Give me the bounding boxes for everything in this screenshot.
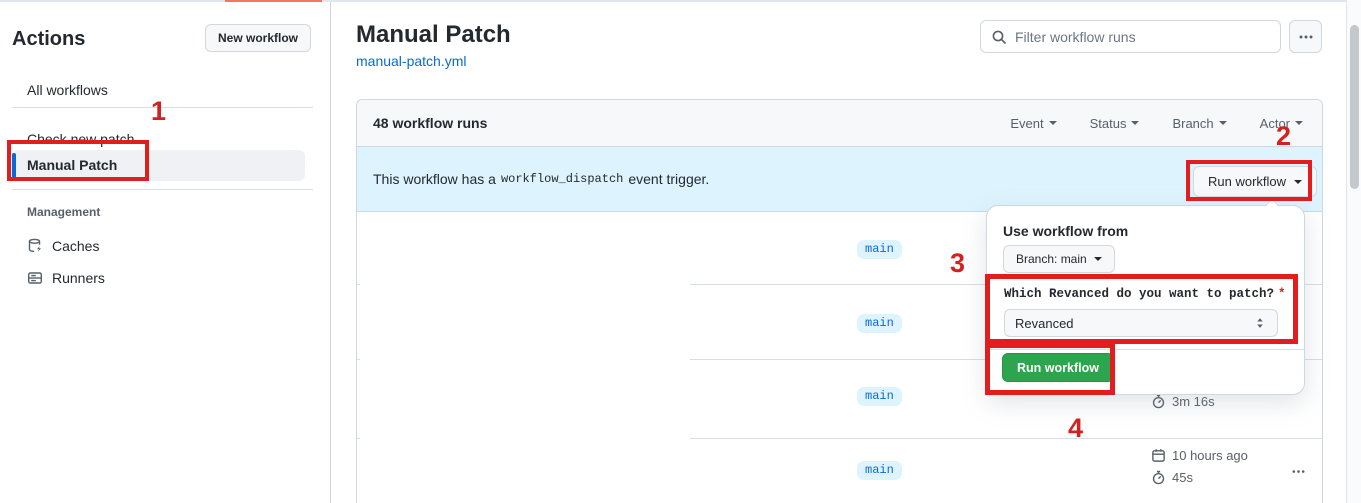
select-value: Revanced [1015, 315, 1074, 331]
kebab-horizontal-icon [1299, 35, 1312, 38]
runs-panel-header: 48 workflow runs Event Status Branch Act… [357, 100, 1322, 147]
row-divider [357, 438, 1322, 439]
stopwatch-icon [1152, 394, 1165, 409]
input-label-text: Which Revanced do you want to patch? [1004, 287, 1275, 301]
blank-area [360, 213, 690, 503]
workflow-runs-panel: 48 workflow runs Event Status Branch Act… [356, 99, 1323, 503]
run-duration: 45s [1151, 470, 1193, 485]
sidebar-item-label: Runners [52, 270, 105, 286]
filter-runs-search[interactable] [980, 20, 1281, 53]
filter-label: Event [1010, 115, 1044, 131]
banner-text: event trigger. [628, 171, 710, 187]
runs-filters: Event Status Branch Actor [1010, 116, 1303, 131]
scrollbar-thumb[interactable] [1350, 25, 1359, 189]
popup-divider [987, 349, 1304, 350]
branch-select-label: Branch: main [1016, 252, 1087, 266]
actions-sidebar: Actions New workflow All workflows Check… [0, 2, 330, 503]
cache-database-icon [28, 238, 41, 253]
input-label: Which Revanced do you want to patch?* [1004, 287, 1286, 301]
timestamp-label: 10 hours ago [1172, 448, 1248, 463]
run-workflow-label: Run workflow [1208, 174, 1287, 189]
branch-badge[interactable]: main [857, 461, 902, 480]
branch-select-button[interactable]: Branch: main [1003, 245, 1115, 273]
duration-label: 3m 16s [1172, 394, 1215, 409]
row-divider [357, 284, 1322, 285]
run-duration: 3m 16s [1151, 394, 1215, 409]
chevron-down-icon [1093, 257, 1102, 265]
required-marker: * [1278, 287, 1286, 301]
search-input[interactable] [1015, 28, 1270, 45]
selected-accent-bar [12, 153, 16, 178]
sidebar-item-runners[interactable]: Runners [27, 263, 297, 293]
management-section-label: Management [27, 205, 101, 219]
sidebar-item-label: Caches [52, 238, 100, 254]
stopwatch-icon [1152, 470, 1165, 485]
new-workflow-button[interactable]: New workflow [205, 24, 312, 52]
chevron-down-icon [1048, 121, 1057, 129]
calendar-icon [1152, 449, 1165, 462]
run-timestamp: 10 hours ago [1151, 448, 1248, 463]
branch-badge[interactable]: main [857, 387, 902, 406]
runs-count: 48 workflow runs [373, 115, 488, 131]
chevron-down-icon [1218, 121, 1227, 129]
page-title: Manual Patch [356, 21, 511, 48]
status-filter-dropdown[interactable]: Status [1090, 116, 1140, 131]
sidebar-item-label: Manual Patch [27, 157, 118, 173]
chevron-down-icon [1295, 121, 1303, 129]
actions-tab-underline [225, 0, 322, 3]
sidebar-divider [12, 107, 313, 108]
workflow-dispatch-banner: This workflow has a workflow_dispatch ev… [357, 147, 1322, 212]
filter-label: Status [1089, 115, 1127, 131]
sidebar-item-all-workflows[interactable]: All workflows [27, 82, 108, 98]
run-workflow-dropdown-button[interactable]: Run workflow [1193, 166, 1318, 197]
chevron-down-icon [1131, 121, 1140, 129]
workflow-options-kebab-button[interactable] [1289, 20, 1322, 53]
banner-text: This workflow has a [373, 171, 496, 187]
sidebar-border [330, 2, 331, 503]
runner-server-icon [28, 272, 43, 284]
branch-badge[interactable]: main [857, 240, 902, 259]
filter-label: Actor [1259, 115, 1290, 131]
actor-filter-dropdown[interactable]: Actor [1260, 116, 1303, 131]
run-options-kebab-button[interactable] [1278, 458, 1318, 484]
banner-code: workflow_dispatch [500, 172, 624, 186]
kebab-horizontal-icon [1292, 469, 1304, 473]
popup-title: Use workflow from [1003, 223, 1129, 239]
row-divider [357, 359, 1322, 360]
run-workflow-popup: Use workflow from Branch: main Which Rev… [986, 199, 1305, 395]
branch-filter-dropdown[interactable]: Branch [1172, 115, 1227, 131]
search-icon [992, 30, 1006, 44]
duration-label: 45s [1172, 470, 1193, 485]
filter-label: Branch [1172, 115, 1214, 131]
sidebar-item-manual-patch[interactable]: Manual Patch [12, 150, 305, 181]
sidebar-divider [12, 189, 313, 190]
revanced-select[interactable]: Revanced [1004, 309, 1278, 337]
workflow-file-link[interactable]: manual-patch.yml [356, 53, 467, 69]
sidebar-item-caches[interactable]: Caches [27, 231, 297, 261]
sidebar-title: Actions [12, 28, 86, 50]
select-updown-icon [1257, 318, 1263, 328]
run-workflow-submit-button[interactable]: Run workflow [1002, 353, 1114, 382]
event-filter-dropdown[interactable]: Event [1010, 115, 1057, 131]
chevron-down-icon [1294, 179, 1303, 188]
branch-badge[interactable]: main [857, 314, 902, 333]
top-divider [0, 0, 1361, 2]
scrollbar-track[interactable] [1346, 0, 1361, 503]
